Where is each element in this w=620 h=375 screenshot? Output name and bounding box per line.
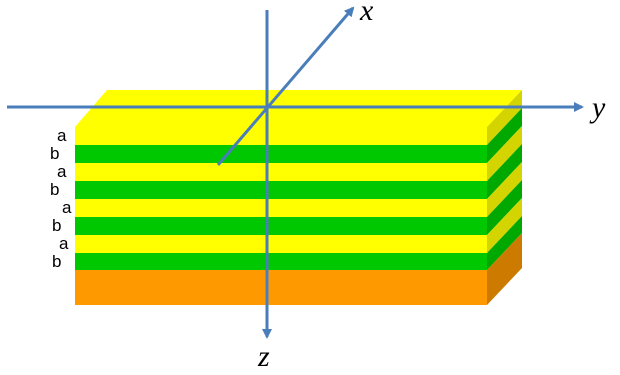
coordinate-axes <box>7 6 584 339</box>
x-axis-label: x <box>359 0 374 27</box>
substrate-side <box>487 233 522 305</box>
layer-b-front <box>75 253 487 270</box>
x-axis-arrow <box>216 6 355 166</box>
z-axis-label: z <box>257 340 270 373</box>
y-axis-label: y <box>589 91 606 124</box>
layer-b-front <box>75 217 487 235</box>
layer-b-side <box>487 144 522 199</box>
layer-a-side <box>487 90 522 145</box>
layer-b-side <box>487 216 522 270</box>
layer-a-side <box>487 162 522 217</box>
layer-b-side <box>487 108 522 163</box>
layer-a-side <box>487 126 522 181</box>
layer-a-front <box>75 163 487 181</box>
stack-front-face <box>75 127 487 305</box>
stack-side-face <box>487 90 522 305</box>
layer-b-front <box>75 145 487 163</box>
layer-label: b <box>52 252 61 271</box>
layer-label: a <box>57 126 67 145</box>
layer-a-front <box>75 235 487 253</box>
layer-b-side <box>487 180 522 235</box>
layer-a-front <box>75 199 487 217</box>
layer-label: a <box>57 162 67 181</box>
layer-labels: a b a b a b a b <box>50 126 72 271</box>
layer-a-front <box>75 127 487 145</box>
layer-label: b <box>50 144 59 163</box>
substrate-front <box>75 270 487 305</box>
layer-label: a <box>62 198 72 217</box>
layer-label: b <box>50 180 59 199</box>
layer-b-front <box>75 181 487 199</box>
layer-a-side <box>487 198 522 253</box>
layer-label: b <box>52 216 61 235</box>
layer-label: a <box>59 234 69 253</box>
